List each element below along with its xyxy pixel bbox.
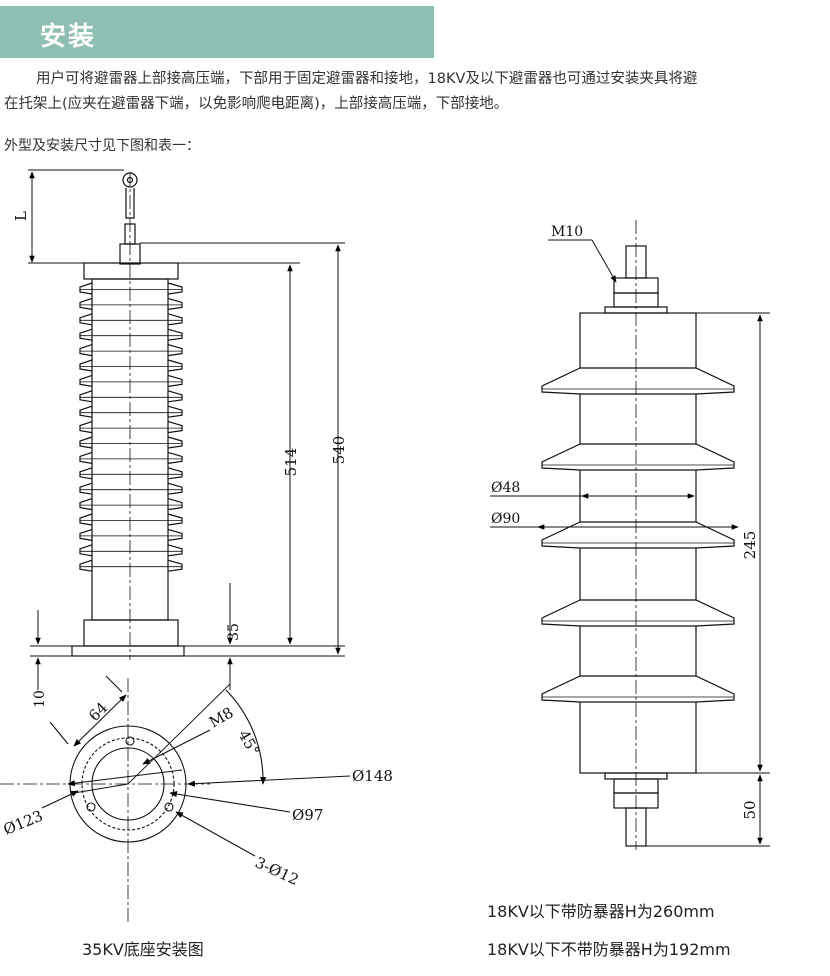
shed: [541, 521, 735, 549]
dim-540-label: 540: [330, 436, 348, 465]
shed: [79, 482, 183, 495]
base-plan-view: [0, 675, 351, 922]
mount-hole: [164, 802, 174, 812]
shed-stack: [541, 367, 735, 703]
shed: [79, 313, 183, 326]
dim-514-label: 514: [282, 448, 300, 477]
dim-holes-label: 3-Ø12: [252, 853, 301, 889]
dim-10-label: 10: [32, 690, 48, 708]
shed: [541, 367, 735, 395]
shed: [79, 282, 183, 295]
dim-M8-label: M8: [206, 703, 237, 731]
shed: [79, 513, 183, 526]
shed: [79, 467, 183, 480]
arrester-35kv-elevation: [71, 172, 185, 660]
dim-d97-label: Ø97: [292, 806, 323, 824]
section-title: 安装: [40, 22, 97, 52]
shed: [79, 344, 183, 357]
shed: [79, 451, 183, 464]
dim-64-label: 64: [85, 699, 111, 725]
shed: [541, 675, 735, 703]
install-paragraph-line-2: 在托架上(应夹在避雷器下端，以免影响爬电距离)，上部接高压端，下部接地。: [4, 96, 509, 112]
arrester-18kv-elevation: [541, 220, 735, 850]
shed: [79, 405, 183, 418]
shed: [79, 390, 183, 403]
shed: [541, 599, 735, 627]
shed-stack: [79, 278, 183, 621]
shed: [79, 297, 183, 310]
dim-L-label: L: [12, 211, 30, 221]
shed: [79, 328, 183, 341]
dim-245-label: 245: [741, 531, 759, 560]
section-header: 安装: [0, 6, 434, 58]
dim-d90-label: Ø90: [491, 511, 520, 527]
shed: [79, 421, 183, 434]
shed: [79, 436, 183, 449]
note-with-explosion-proof: 18KV以下带防暴器H为260mm: [487, 902, 715, 921]
bottom-flange: [83, 619, 179, 647]
shed: [79, 559, 183, 572]
install-paragraph-line-1: 用户可将避雷器上部接高压端，下部用于固定避雷器和接地，18KV及以下避雷器也可通…: [36, 71, 698, 87]
mount-hole: [86, 802, 96, 812]
dim-50-label: 50: [741, 800, 759, 819]
dim-M10-label: M10: [551, 224, 583, 240]
dim-45deg-label: 45°: [235, 727, 264, 759]
shed: [79, 359, 183, 372]
dim-d148-label: Ø148: [352, 767, 393, 785]
right-dimensions: [490, 239, 770, 847]
note-without-explosion-proof: 18KV以下不带防暴器H为192mm: [487, 940, 731, 959]
base-plate: [71, 645, 185, 657]
shed: [79, 544, 183, 557]
base-drawing-caption: 35KV底座安装图: [82, 940, 204, 959]
left-dimensions: [28, 169, 345, 690]
shed: [79, 528, 183, 541]
dim-35-label: 35: [226, 623, 242, 641]
dimension-intro-text: 外型及安装尺寸见下图和表一：: [4, 138, 200, 154]
top-cap: [83, 262, 179, 280]
shed: [79, 374, 183, 387]
mount-hole: [125, 736, 135, 746]
dim-d48-label: Ø48: [491, 480, 520, 496]
shed: [541, 443, 735, 471]
dim-d123-label: Ø123: [1, 807, 46, 839]
shed: [79, 498, 183, 511]
